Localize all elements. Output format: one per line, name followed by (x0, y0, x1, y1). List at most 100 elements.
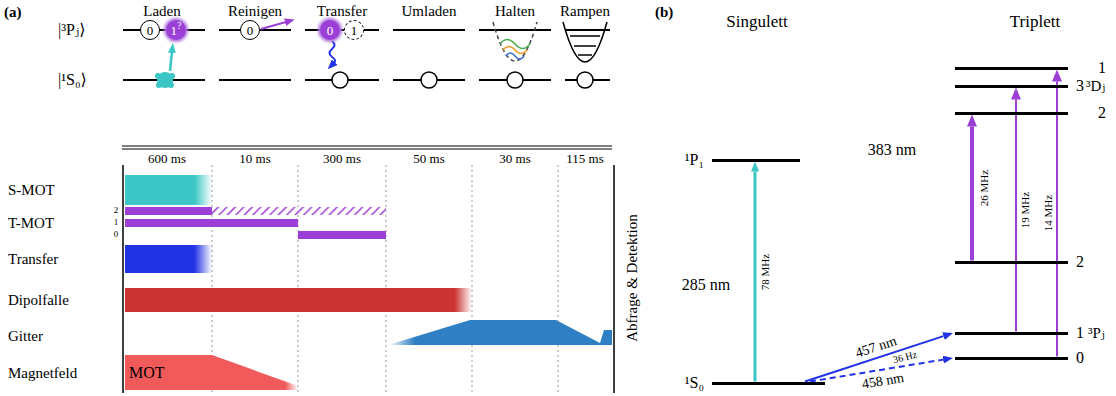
halten-trap-part (500, 40, 530, 49)
text-label: T-MOT (8, 215, 54, 232)
level-label: ¹P₁ (685, 152, 704, 168)
text-label: 1 (114, 218, 119, 228)
text-label: S-MOT (8, 182, 55, 199)
timing-bars-part (125, 219, 298, 227)
text-label: Magnetfeld (8, 365, 77, 382)
table-frame-part (122, 165, 124, 393)
ground-state-atoms (421, 72, 593, 88)
level-lines-part (123, 29, 610, 31)
text-label: Reinigen (228, 3, 282, 20)
text-label: Transfer (317, 3, 367, 20)
state-label: 1 (351, 24, 358, 37)
energy-level: ¹P₁ (712, 159, 800, 162)
energy-level: ¹S₀ (712, 382, 825, 385)
transfer-icons (330, 41, 349, 88)
table-frame-part (613, 165, 615, 393)
text-label: Rampen (560, 3, 610, 20)
text-label: |¹S₀⟩ (58, 71, 87, 89)
level-label: 3 (1076, 78, 1084, 94)
level-label: 1 (1098, 60, 1106, 76)
laden-icons-part (155, 73, 161, 79)
laden-icons-part (156, 82, 162, 88)
laden-icons-part (169, 73, 175, 79)
level-label: ¹S₀ (685, 375, 704, 391)
atom-cloud: 0 (320, 20, 340, 40)
transition-arrow (1056, 82, 1058, 357)
laden-icons-part (168, 82, 174, 88)
text-label: ³Pⱼ (1088, 325, 1105, 342)
transition-arrow (970, 127, 974, 261)
text-label: 36 Hz (891, 348, 919, 365)
text-label: Singulett (726, 13, 787, 32)
reinigen-icons (261, 22, 286, 29)
timing-bars-part (125, 175, 212, 205)
text-label: 0 (114, 230, 119, 240)
energy-level: 1 (955, 67, 1068, 70)
ground-state-atoms-part (577, 72, 593, 88)
level-label: 2 (1098, 105, 1106, 121)
state-label: ? (177, 21, 181, 31)
halten-trap-part (493, 22, 537, 61)
text-label: Halten (495, 3, 535, 20)
energy-level: 1 (955, 332, 1068, 335)
text-label: 285 nm (682, 276, 730, 294)
laden-icons (155, 52, 175, 88)
table-frame-part (212, 165, 558, 393)
timing-bars-part (388, 320, 612, 345)
energy-level: 0 (955, 357, 1068, 360)
halten-trap-part (503, 47, 527, 54)
halten-trap (493, 22, 537, 61)
transfer-icons-part (330, 41, 336, 63)
table-frame (122, 146, 614, 393)
edge-label: 26 MHz (978, 168, 990, 206)
text-label: 383 nm (868, 141, 916, 159)
transition-arrow (1015, 100, 1017, 332)
energy-level: 2 (955, 112, 1068, 115)
ground-state-atoms-part (507, 72, 523, 88)
text-label: (a) (4, 4, 22, 21)
text-label: |³Pⱼ⟩ (58, 21, 85, 39)
text-label: (b) (655, 4, 673, 21)
text-label: Laden (143, 3, 180, 20)
text-label: 300 ms (323, 152, 361, 166)
state-label: 1 (171, 24, 178, 37)
level-label: 0 (1076, 350, 1084, 366)
reinigen-icons-part (261, 22, 286, 29)
timing-bars-part (212, 207, 386, 215)
text-label: 115 ms (566, 152, 603, 166)
halten-trap-part (506, 53, 524, 59)
rampen-trap-part (563, 22, 607, 62)
laden-icons-part (170, 52, 172, 71)
edge-label: 458 nm (860, 369, 906, 391)
state-label: 0 (327, 24, 334, 37)
timing-bars-part (212, 355, 298, 390)
rampen-trap (563, 22, 607, 62)
state-circle: 0 (140, 20, 160, 40)
table-frame-part (122, 146, 612, 149)
field-bar: MOT (125, 355, 212, 390)
text-label: Umladen (402, 3, 457, 20)
text-label: Gitter (8, 328, 43, 345)
energy-level: 2 (955, 261, 1068, 264)
timing-bars-part (298, 231, 386, 239)
state-label: 0 (247, 24, 254, 37)
state-circle: 0 (240, 20, 260, 40)
level-label: 2 (1076, 254, 1084, 270)
state-label: 0 (147, 24, 154, 37)
text-label: 50 ms (413, 152, 444, 166)
text-label: 2 (114, 206, 119, 216)
timing-bars-part (125, 207, 212, 215)
edge-label: 14 MHz (1042, 194, 1054, 232)
text-label: Transfer (8, 251, 58, 268)
text-label: ³Dⱼ (1086, 78, 1105, 95)
edge-label: 19 MHz (1019, 190, 1031, 228)
text-label: Dipolfalle (8, 292, 69, 309)
text-label: 30 ms (499, 152, 530, 166)
atom-cloud: 1? (166, 20, 186, 40)
level-lines (123, 30, 610, 80)
timing-bars (125, 175, 612, 390)
state-label: MOT (129, 365, 165, 381)
